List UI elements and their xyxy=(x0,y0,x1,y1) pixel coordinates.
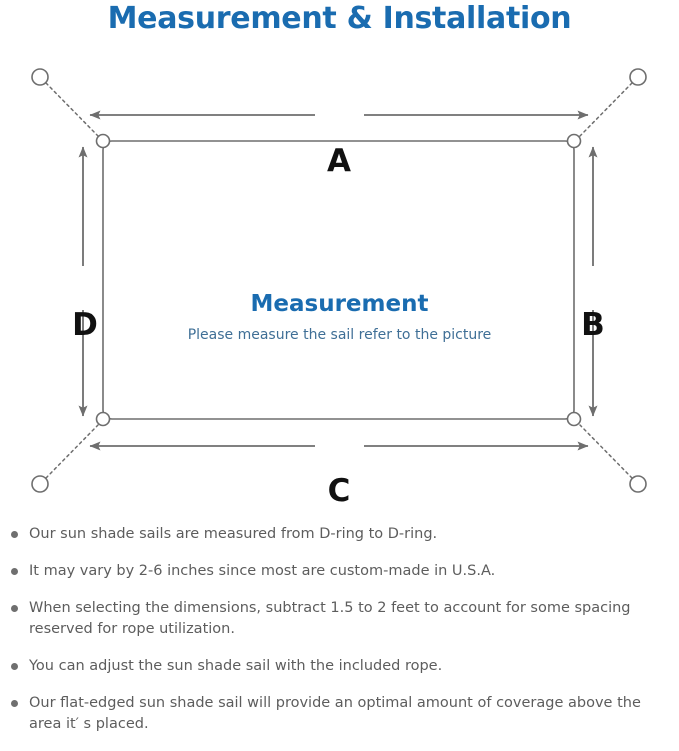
list-item: It may vary by 2-6 inches since most are… xyxy=(0,561,679,582)
diagram-svg xyxy=(31,68,647,493)
list-item: When selecting the dimensions, subtract … xyxy=(0,598,679,640)
list-item: Our sun shade sails are measured from D-… xyxy=(0,524,679,545)
bullet-icon xyxy=(11,605,18,612)
bullet-icon xyxy=(11,531,18,538)
list-item: You can adjust the sun shade sail with t… xyxy=(0,656,679,677)
note-text: When selecting the dimensions, subtract … xyxy=(29,600,631,637)
sail-center-title: Measurement xyxy=(250,291,429,317)
note-text: Our sun shade sails are measured from D-… xyxy=(29,526,438,542)
dimension-label-c: C xyxy=(327,473,351,509)
anchor-point-top-right xyxy=(629,68,647,86)
rope-line-top-left xyxy=(45,82,99,137)
anchor-point-bottom-right xyxy=(629,475,647,493)
rope-line-bottom-left xyxy=(45,424,99,479)
list-item: Our flat-edged sun shade sail will provi… xyxy=(0,693,679,735)
dimension-label-a: A xyxy=(327,143,351,179)
d-ring-bottom-right xyxy=(566,411,582,427)
sail-center-subtitle: Please measure the sail refer to the pic… xyxy=(187,327,492,343)
rope-line-bottom-right xyxy=(579,424,633,479)
dimension-label-d: D xyxy=(72,307,98,343)
rope-line-top-right xyxy=(579,82,633,137)
bullet-icon xyxy=(11,700,18,707)
d-ring-bottom-left xyxy=(95,411,111,427)
notes-list: Our sun shade sails are measured from D-… xyxy=(0,524,679,751)
sail-outline xyxy=(102,140,575,420)
bullet-icon xyxy=(11,568,18,575)
anchor-point-top-left xyxy=(31,68,49,86)
anchor-point-bottom-left xyxy=(31,475,49,493)
sail-measurement-diagram: A B C D Measurement Please measure the s… xyxy=(0,48,679,518)
note-text: Our flat-edged sun shade sail will provi… xyxy=(29,695,641,732)
d-ring-top-left xyxy=(95,133,111,149)
note-text: You can adjust the sun shade sail with t… xyxy=(29,658,443,674)
d-ring-top-right xyxy=(566,133,582,149)
dimension-label-b: B xyxy=(581,307,605,343)
note-text: It may vary by 2-6 inches since most are… xyxy=(29,563,496,579)
page-title: Measurement & Installation xyxy=(107,1,572,36)
bullet-icon xyxy=(11,663,18,670)
